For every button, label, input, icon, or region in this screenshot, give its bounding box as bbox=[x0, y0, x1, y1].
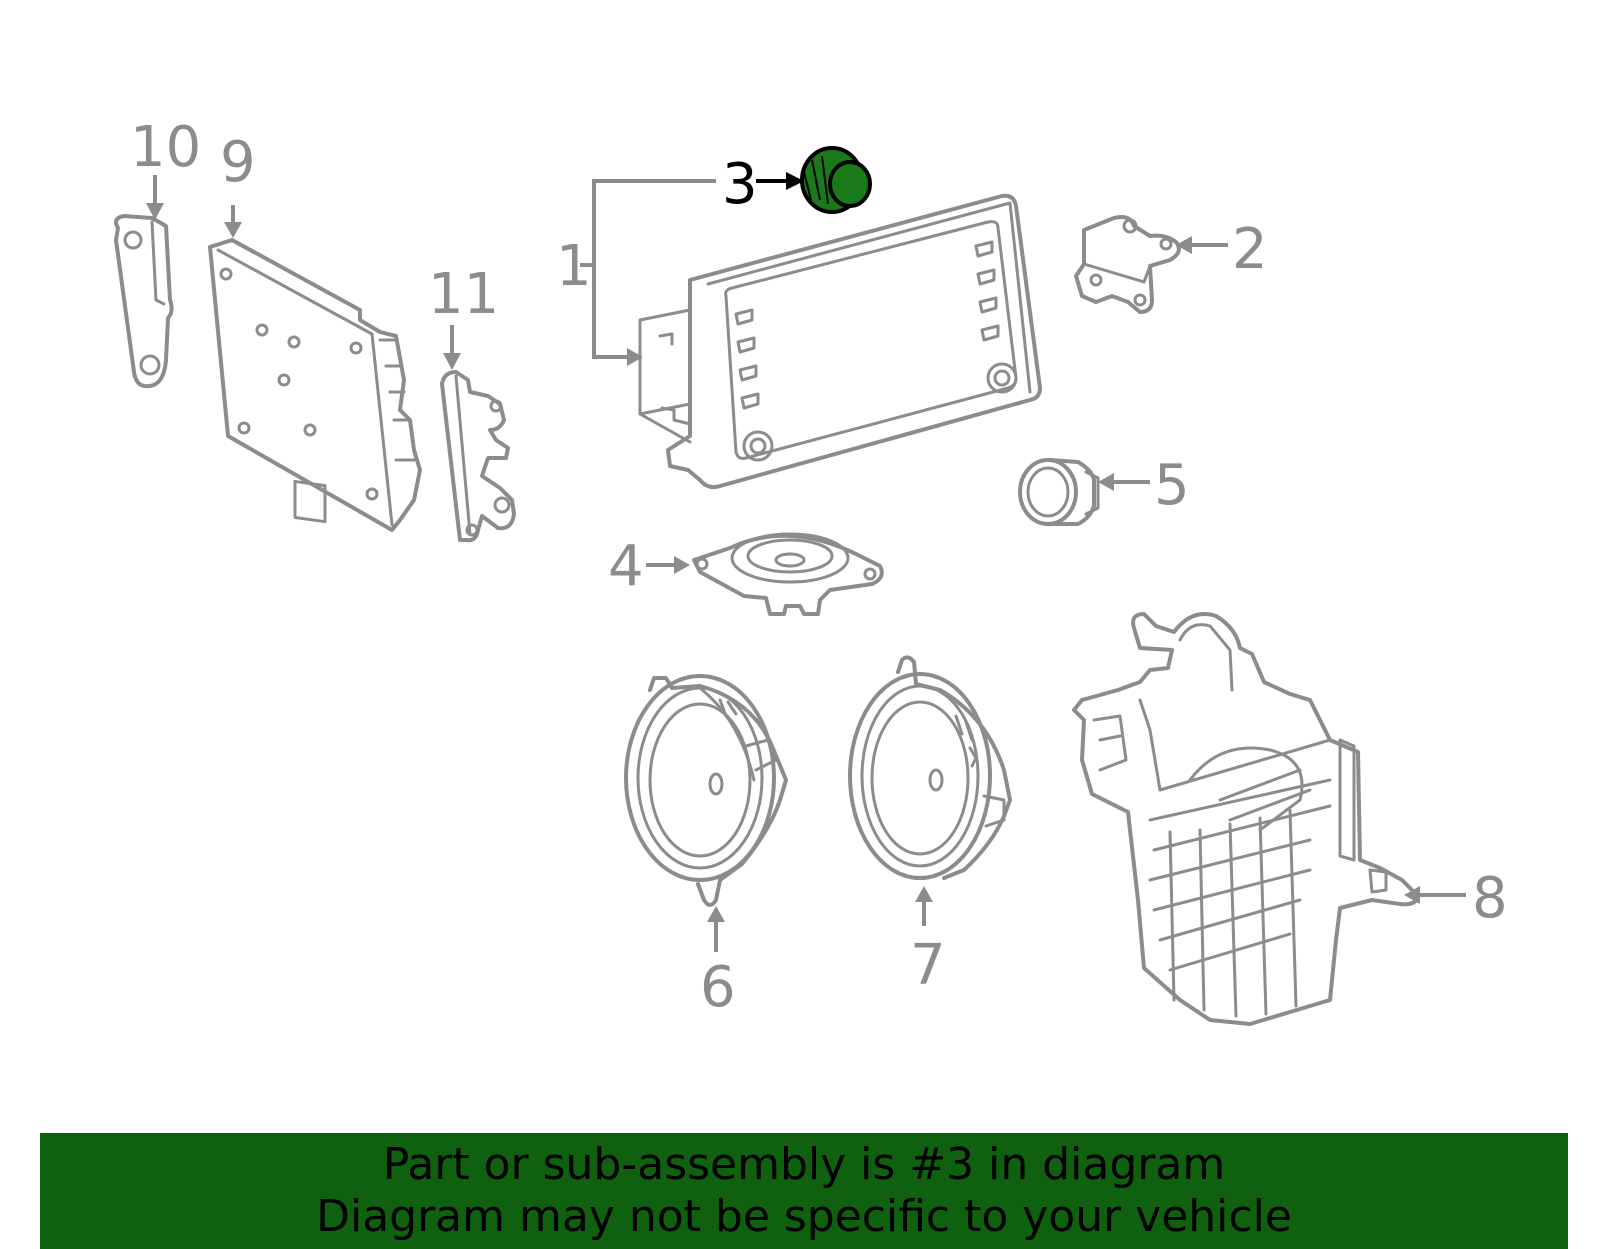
banner-line-disclaimer: Diagram may not be specific to your vehi… bbox=[316, 1191, 1292, 1242]
banner-line-part: Part or sub-assembly is #3 in diagram bbox=[382, 1139, 1226, 1190]
arrow-6 bbox=[707, 906, 725, 922]
part-6-speaker[interactable] bbox=[624, 674, 788, 907]
part-9-module[interactable] bbox=[208, 238, 422, 532]
part-1-display-unit[interactable] bbox=[638, 193, 1042, 490]
arrow-5 bbox=[1098, 473, 1114, 491]
arrow-10 bbox=[146, 203, 164, 220]
part-2-bracket[interactable] bbox=[1074, 215, 1181, 314]
part-8-hvac-housing[interactable] bbox=[1072, 612, 1420, 1026]
callout-1[interactable]: 1 bbox=[556, 234, 592, 299]
arrow-8 bbox=[1404, 886, 1420, 904]
callout-2[interactable]: 2 bbox=[1232, 217, 1268, 282]
callout-4[interactable]: 4 bbox=[608, 534, 644, 599]
callout-5[interactable]: 5 bbox=[1154, 453, 1190, 518]
callout-11[interactable]: 11 bbox=[428, 262, 499, 327]
info-banner: Part or sub-assembly is #3 in diagram Di… bbox=[40, 1133, 1568, 1249]
part-7-speaker[interactable] bbox=[848, 655, 1012, 880]
arrow-11 bbox=[443, 353, 461, 370]
part-4-tweeter[interactable] bbox=[692, 532, 884, 616]
callout-9[interactable]: 9 bbox=[220, 130, 256, 195]
callout-8[interactable]: 8 bbox=[1472, 866, 1508, 931]
arrow-9 bbox=[224, 222, 242, 238]
callout-7[interactable]: 7 bbox=[910, 933, 946, 998]
callout-6[interactable]: 6 bbox=[700, 955, 736, 1020]
arrow-4 bbox=[674, 556, 690, 574]
arrow-2 bbox=[1176, 236, 1192, 254]
callout-10[interactable]: 10 bbox=[130, 115, 201, 180]
part-11-bracket[interactable] bbox=[440, 370, 516, 543]
arrow-1 bbox=[627, 348, 643, 366]
leader-1 bbox=[592, 179, 716, 359]
arrow-7 bbox=[915, 886, 933, 902]
part-5-ring[interactable] bbox=[1018, 458, 1100, 526]
part-10-bracket[interactable] bbox=[114, 214, 174, 389]
arrow-3 bbox=[786, 172, 804, 190]
callout-3[interactable]: 3 bbox=[722, 152, 758, 217]
part-3-knob-highlighted[interactable] bbox=[800, 146, 872, 214]
